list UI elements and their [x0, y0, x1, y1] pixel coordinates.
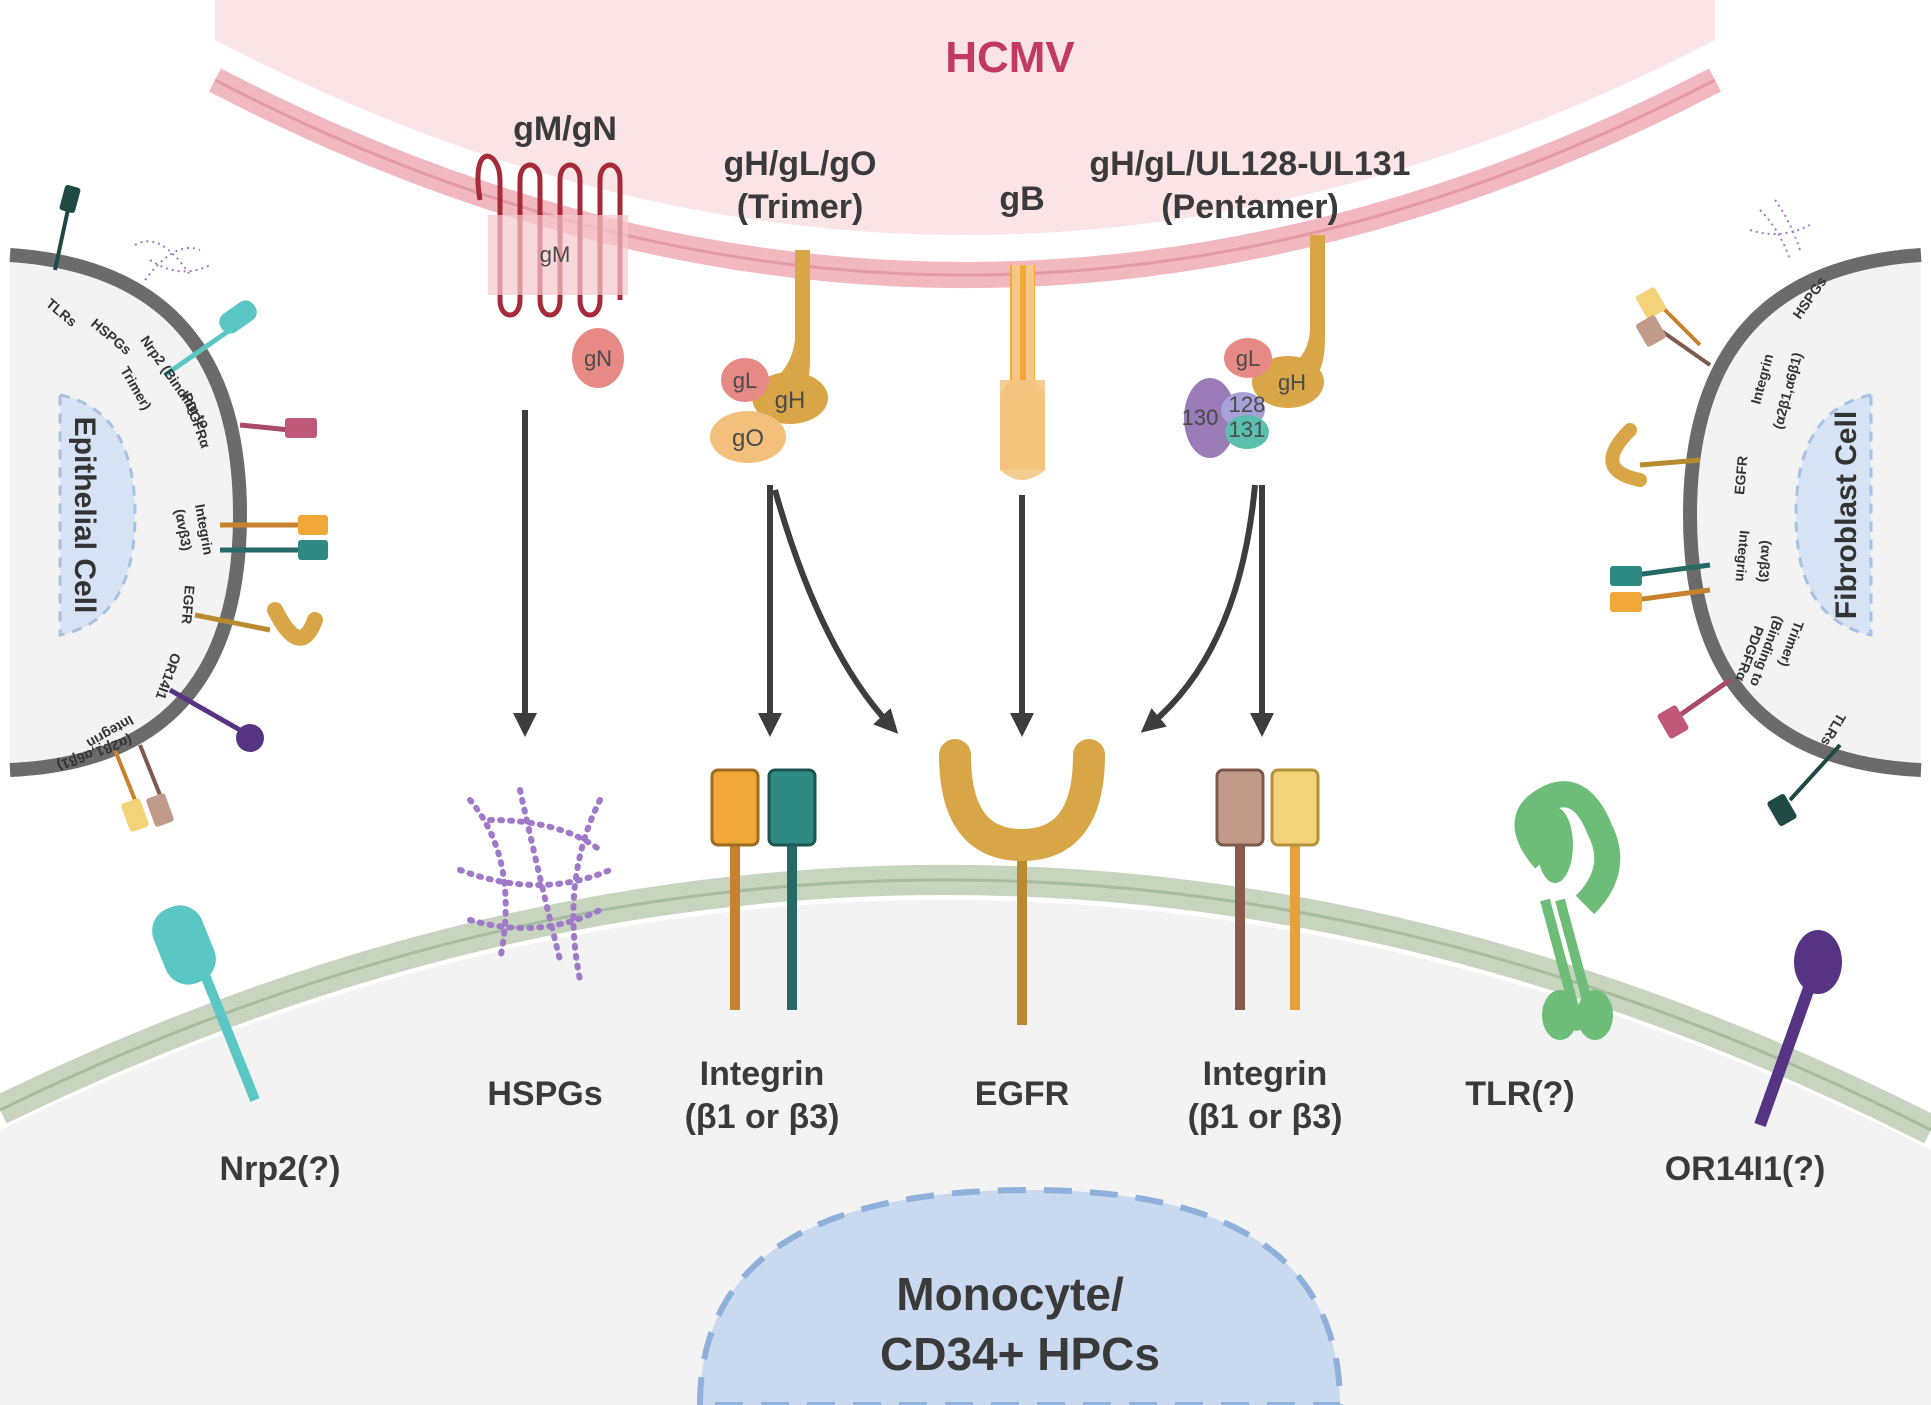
label-nrp2: Nrp2(?)	[220, 1150, 341, 1188]
label-tlr: TLR(?)	[1465, 1075, 1575, 1113]
label-integrin-1-line1: Integrin	[700, 1055, 825, 1093]
epithelial-egfr: EGFR	[179, 585, 198, 625]
pentamer-label-line2: (Pentamer)	[1161, 188, 1339, 226]
gn-label: gN	[584, 346, 612, 371]
monocyte-nucleus	[696, 1186, 1344, 1405]
fibroblast-integrin-avb3-a: Integrin	[1733, 530, 1753, 583]
pentamer-gh	[1252, 356, 1324, 408]
svg-text:131: 131	[1229, 417, 1266, 442]
monocyte-title-line2: CD34+ HPCs	[880, 1328, 1160, 1380]
label-integrin-2-line1: Integrin	[1203, 1055, 1328, 1093]
pentamer-gl	[1224, 338, 1272, 378]
epithelial-integrin-avb3-b: (αvβ3)	[172, 508, 195, 552]
monocyte-or14i1	[1754, 930, 1842, 1128]
fibroblast-title: Fibroblast Cell	[1830, 411, 1863, 619]
monocyte-hspgs	[457, 787, 613, 983]
monocyte-egfr	[939, 739, 1105, 1025]
trimer-gl	[721, 358, 769, 402]
arrow-pentamer-egfr	[1140, 484, 1258, 733]
fibroblast-integrin-avb3-b: (αvβ3)	[1755, 540, 1775, 583]
monocyte-nrp2	[152, 905, 260, 1102]
trimer-label-line2: (Trimer)	[737, 188, 864, 226]
gm-label: gM	[540, 242, 571, 267]
hcmv-virion: HCMV	[209, 0, 1721, 288]
svg-text:130: 130	[1182, 405, 1219, 430]
svg-text:gO: gO	[732, 425, 764, 452]
svg-text:gL: gL	[1236, 346, 1260, 371]
pentamer-complex: gH/gL/UL128-UL131 (Pentamer) gH gL 130 1…	[1089, 145, 1411, 458]
trimer-gh	[752, 372, 828, 424]
arrow-trimer-egfr	[772, 489, 899, 734]
hcmv-title: HCMV	[945, 33, 1075, 82]
svg-text:gH: gH	[775, 387, 806, 414]
label-hspgs: HSPGs	[487, 1075, 602, 1113]
label-or14i1: OR14I1(?)	[1665, 1150, 1826, 1188]
monocyte-integrin-1	[710, 768, 817, 1010]
gb-label: gB	[999, 180, 1044, 218]
epithelial-title: Epithelial Cell	[68, 417, 101, 614]
gm-gn-label: gM/gN	[513, 110, 617, 148]
monocyte-tlr	[1514, 781, 1621, 1040]
fibroblast-cell: Fibroblast Cell HSPGs Integrin (α2β1,α6β…	[1605, 199, 1922, 827]
svg-text:128: 128	[1229, 392, 1266, 417]
monocyte-cell: Monocyte/ CD34+ HPCs	[0, 865, 1931, 1405]
trimer-go	[710, 411, 786, 463]
gm-gn-complex: gM/gN gM gN	[475, 110, 628, 388]
trimer-label-line1: gH/gL/gO	[724, 145, 877, 183]
label-egfr: EGFR	[975, 1075, 1069, 1113]
pentamer-label-line1: gH/gL/UL128-UL131	[1089, 145, 1410, 183]
monocyte-integrin-2	[1215, 768, 1320, 1010]
binding-arrows	[513, 410, 1274, 737]
fibroblast-egfr: EGFR	[1731, 455, 1750, 495]
label-integrin-2-line2: (β1 or β3)	[1188, 1098, 1343, 1136]
monocyte-title-line1: Monocyte/	[896, 1268, 1124, 1320]
trimer-complex: gH/gL/gO (Trimer) gH gL gO	[710, 145, 876, 463]
pentamer-131	[1225, 415, 1269, 449]
monocyte-receptor-labels: HSPGs Integrin (β1 or β3) EGFR Integrin …	[220, 1055, 1826, 1188]
gb-complex: gB	[999, 180, 1045, 480]
label-integrin-1-line2: (β1 or β3)	[685, 1098, 840, 1136]
epithelial-cell: Epithelial Cell TLRs HSPGs Nrp2 (Binding…	[9, 185, 328, 832]
svg-text:gL: gL	[733, 368, 757, 393]
svg-text:gH: gH	[1278, 370, 1306, 395]
pentamer-130	[1184, 378, 1236, 458]
